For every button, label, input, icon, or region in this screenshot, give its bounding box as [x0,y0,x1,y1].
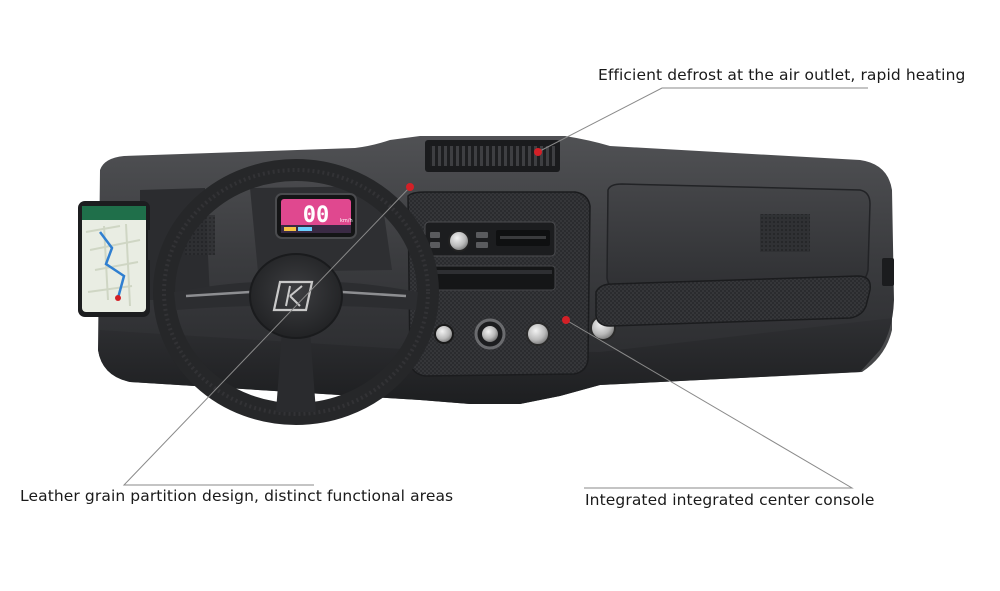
info-button-icon [434,324,454,344]
side-vent [882,258,894,286]
leader-line-defrost [537,87,868,153]
phone-navigation [78,201,156,317]
console-round-button [526,322,550,346]
storage-slot [424,265,556,291]
cluster-speed: 00 [303,203,330,228]
callout-leather: Leather grain partition design, distinct… [20,487,454,505]
callout-defrost: Efficient defrost at the air outlet, rap… [598,66,966,84]
passenger-glovebox [606,183,871,291]
leader-line-console [565,319,854,489]
marker-console [562,316,570,324]
callout-console: Integrated integrated center console [585,491,875,509]
instrument-cluster [275,193,357,239]
marker-defrost [534,148,542,156]
steering-wheel-logo-icon [272,280,314,312]
passenger-carbon-trim [595,275,871,327]
steering-wheel [153,159,439,425]
cluster-unit: km/h [340,218,353,224]
gps-map-icon [85,223,141,307]
radio-volume-knob-icon [448,230,470,252]
marker-leather [406,183,414,191]
leader-line-leather [122,186,411,486]
